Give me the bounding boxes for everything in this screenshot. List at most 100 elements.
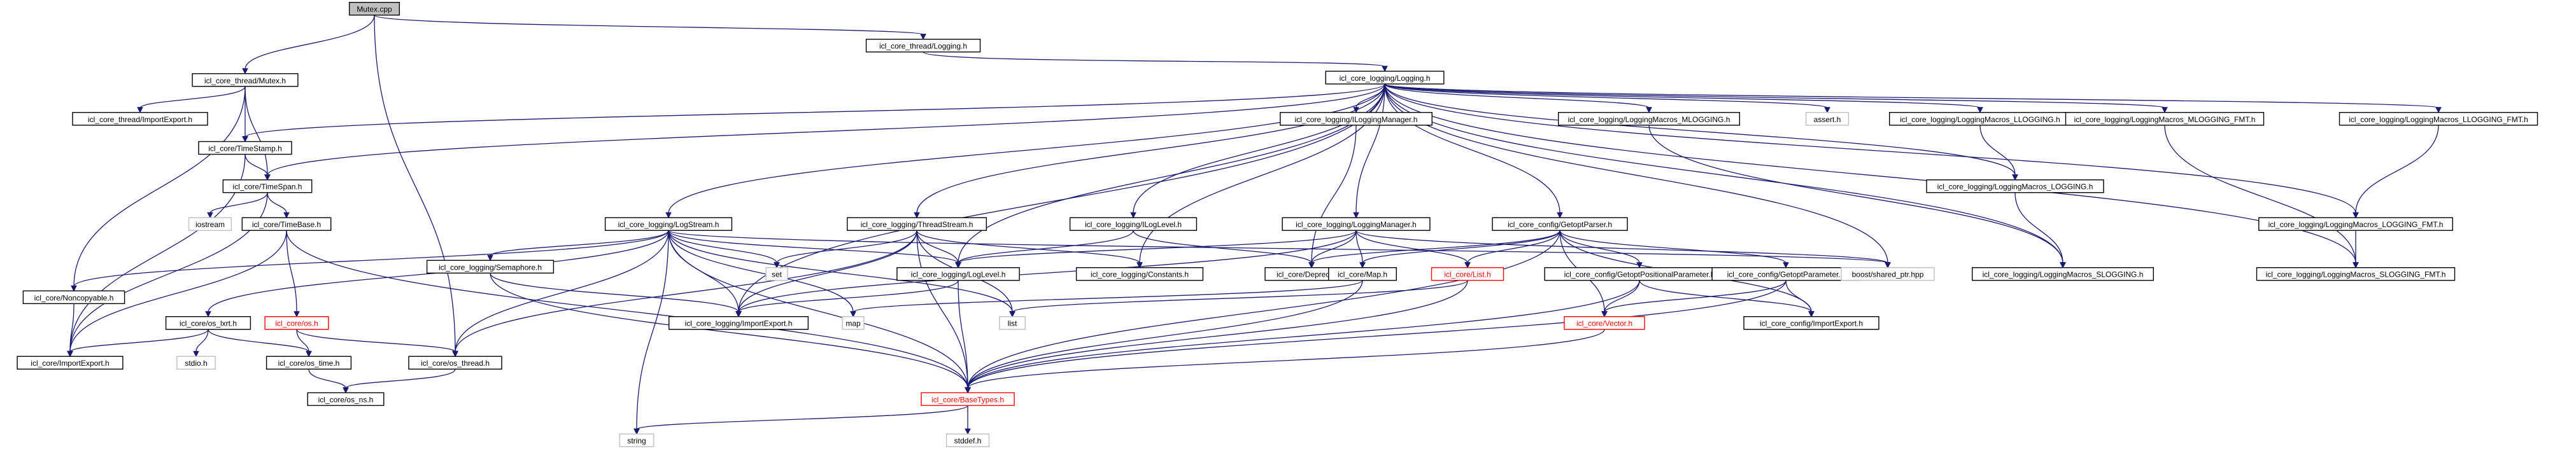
node-macros_slogging_h[interactable]: icl_core_logging/LoggingMacros_SLOGGING.…: [1971, 267, 2154, 281]
node-label-os_thread_h: icl_core/os_thread.h: [421, 359, 490, 368]
node-getoptparser_h[interactable]: icl_core_config/GetoptParser.h: [1492, 217, 1628, 231]
edge-threadstream_h-to-constants_h: [916, 230, 1140, 264]
node-label-logstream_h: icl_core_logging/LogStream.h: [618, 220, 719, 229]
edge-basetypes_h-to-string: [636, 405, 968, 430]
edge-logging_logging_h-to-assert_h: [1384, 83, 1828, 109]
node-label-thread_mutex_h: icl_core_thread/Mutex.h: [204, 76, 286, 85]
node-getoptparameter_h[interactable]: icl_core_config/GetoptParameter.h: [1711, 267, 1860, 281]
node-thread_mutex_h[interactable]: icl_core_thread/Mutex.h: [192, 73, 299, 87]
node-basetypes_h[interactable]: icl_core/BaseTypes.h: [921, 392, 1015, 406]
node-box-core_vector_h: [1564, 316, 1645, 330]
node-box-logging_importexport_h: [668, 316, 809, 330]
node-box-macros_slogging_fmt_h: [2256, 267, 2456, 281]
edge-arrowhead-macros_llogging_h-to-macros_logging_h: [2012, 174, 2018, 181]
node-os_thread_h[interactable]: icl_core/os_thread.h: [408, 356, 502, 370]
edge-os_time_h-to-os_ns_h: [308, 369, 346, 389]
edge-arrowhead-os_lxrt_h-to-stdio_h: [193, 350, 199, 357]
edge-getoptparser_h-to-basetypes_h: [967, 230, 1560, 389]
edge-thread_mutex_h-to-timespan_h: [244, 86, 268, 176]
edge-ilogleve_h-to-deprecate_h: [1133, 230, 1312, 264]
node-map: map: [842, 316, 865, 330]
node-macros_slogging_fmt_h[interactable]: icl_core_logging/LoggingMacros_SLOGGING_…: [2256, 267, 2456, 281]
edge-arrowhead-logging_logging_h-to-assert_h: [1824, 107, 1830, 113]
node-label-core_map_h: icl_core/Map.h: [1338, 270, 1387, 279]
node-label-config_importexport_h: icl_core_config/ImportExport.h: [1760, 319, 1863, 328]
node-macros_llogging_h[interactable]: icl_core_logging/LoggingMacros_LLOGGING.…: [1888, 112, 2071, 126]
node-label-timebase_h: icl_core/TimeBase.h: [252, 220, 321, 229]
node-timebase_h[interactable]: icl_core/TimeBase.h: [241, 217, 332, 231]
node-logging_importexport_h[interactable]: icl_core_logging/ImportExport.h: [668, 316, 809, 330]
node-os_h[interactable]: icl_core/os.h: [264, 316, 329, 330]
edge-getoptparser_h-to-getoptpositional_h: [1559, 230, 1640, 263]
node-label-timespan_h: icl_core/TimeSpan.h: [233, 183, 302, 191]
node-config_importexport_h[interactable]: icl_core_config/ImportExport.h: [1743, 316, 1879, 330]
edge-logging_logging_h-to-timespan_h: [267, 83, 1385, 176]
node-label-thread_logging_h: icl_core_thread/Logging.h: [879, 42, 967, 51]
edge-logstream_h-to-semaphore_h: [490, 230, 669, 256]
edge-arrowhead-thread_logging_h-to-logging_logging_h: [1382, 66, 1388, 73]
node-label-semaphore_h: icl_core_logging/Semaphore.h: [439, 263, 542, 272]
edge-threadstream_h-to-loglevel_h: [916, 230, 959, 263]
node-getoptpositional_h[interactable]: icl_core_config/GetoptPositionalParamete…: [1544, 267, 1735, 281]
edge-os_lxrt_h-to-os_time_h: [208, 329, 309, 352]
node-os_time_h[interactable]: icl_core/os_time.h: [265, 356, 352, 370]
node-label-os_ns_h: icl_core/os_ns.h: [318, 395, 374, 404]
node-threadstream_h[interactable]: icl_core_logging/ThreadStream.h: [846, 217, 987, 231]
node-box-boost_shared_ptr: [1841, 267, 1935, 281]
edge-arrowhead-core_list_h-to-list: [1009, 311, 1016, 317]
node-thread_logging_h[interactable]: icl_core_thread/Logging.h: [865, 38, 981, 53]
node-label-macros_mlogging_h: icl_core_logging/LoggingMacros_MLOGGING.…: [1568, 115, 1730, 124]
node-core_map_h[interactable]: icl_core/Map.h: [1328, 267, 1397, 281]
node-macros_logging_fmt_h[interactable]: icl_core_logging/LoggingMacros_LOGGING_F…: [2258, 217, 2453, 231]
node-logstream_h[interactable]: icl_core_logging/LogStream.h: [604, 217, 733, 231]
edge-arrowhead-logging_logging_h-to-macros_llogging_h: [1977, 107, 1983, 113]
edge-logstream_h-to-noncopyable_h: [73, 230, 669, 287]
node-macros_mlogging_h[interactable]: icl_core_logging/LoggingMacros_MLOGGING.…: [1557, 112, 1740, 126]
edge-os_lxrt_h-to-core_importexport_h: [69, 329, 209, 352]
node-loggingmanager_h[interactable]: icl_core_logging/LoggingManager.h: [1282, 217, 1431, 231]
node-mutex_cpp[interactable]: Mutex.cpp: [348, 2, 400, 16]
edge-arrowhead-logstream_h-to-semaphore_h: [487, 254, 493, 261]
node-logging_logging_h[interactable]: icl_core_logging/Logging.h: [1325, 71, 1445, 85]
node-os_lxrt_h[interactable]: icl_core/os_lxrt.h: [165, 316, 251, 330]
node-iloggingmanager_h[interactable]: icl_core_logging/ILoggingManager.h: [1280, 112, 1433, 126]
node-loglevel_h[interactable]: icl_core_logging/LogLevel.h: [896, 267, 1020, 281]
node-timestamp_h[interactable]: icl_core/TimeStamp.h: [198, 141, 292, 155]
node-core_importexport_h[interactable]: icl_core/ImportExport.h: [17, 356, 124, 370]
edge-getoptparser_h-to-deprecate_h: [1311, 230, 1560, 264]
node-core_list_h[interactable]: icl_core/List.h: [1431, 267, 1504, 281]
node-stddef_h: stddef.h: [945, 433, 990, 447]
edge-arrowhead-logging_logging_h-to-ilogleve_h: [1130, 212, 1136, 219]
node-constants_h[interactable]: icl_core_logging/Constants.h: [1075, 267, 1204, 281]
edge-core_vector_h-to-basetypes_h: [967, 329, 1605, 389]
node-box-mutex_cpp: [348, 2, 400, 16]
edge-thread_mutex_h-to-noncopyable_h: [73, 86, 246, 287]
node-os_ns_h[interactable]: icl_core/os_ns.h: [307, 392, 385, 406]
edge-semaphore_h-to-logging_importexport_h: [490, 273, 739, 313]
edge-logging_logging_h-to-loglevel_h: [958, 83, 1385, 263]
edge-arrowhead-logging_logging_h-to-logstream_h: [665, 212, 672, 219]
node-timespan_h[interactable]: icl_core/TimeSpan.h: [222, 179, 313, 193]
edge-loggingmanager_h-to-loglevel_h: [958, 230, 1357, 264]
edge-noncopyable_h-to-core_importexport_h: [69, 303, 74, 352]
node-box-noncopyable_h: [22, 290, 125, 305]
node-macros_logging_h[interactable]: icl_core_logging/LoggingMacros_LOGGING.h: [1926, 179, 2104, 193]
node-label-loglevel_h: icl_core_logging/LogLevel.h: [911, 270, 1006, 279]
edge-logstream_h-to-set: [668, 230, 777, 263]
node-label-constants_h: icl_core_logging/Constants.h: [1091, 270, 1189, 279]
node-noncopyable_h[interactable]: icl_core/Noncopyable.h: [22, 290, 125, 305]
node-macros_mlogging_fmt_h[interactable]: icl_core_logging/LoggingMacros_MLOGGING_…: [2065, 112, 2265, 126]
edge-getoptpositional_h-to-config_importexport_h: [1639, 280, 1812, 313]
edge-logging_logging_h-to-loggingmanager_h: [1355, 83, 1385, 214]
node-macros_llogging_fmt_h[interactable]: icl_core_logging/LoggingMacros_LLOGGING_…: [2339, 112, 2538, 126]
node-semaphore_h[interactable]: icl_core_logging/Semaphore.h: [426, 260, 555, 274]
node-ilogleve_h[interactable]: icl_core_logging/ILogLevel.h: [1069, 217, 1198, 231]
node-core_vector_h[interactable]: icl_core/Vector.h: [1564, 316, 1645, 330]
edge-arrowhead-getoptparser_h-to-core_list_h: [1464, 262, 1471, 268]
edge-arrowhead-getoptparser_h-to-deprecate_h: [1308, 262, 1315, 268]
edge-logstream_h-to-basetypes_h: [668, 230, 968, 389]
edge-core_map_h-to-basetypes_h: [967, 280, 1363, 389]
node-thread_importexport_h[interactable]: icl_core_thread/ImportExport.h: [72, 112, 208, 126]
edge-getoptpositional_h-to-basetypes_h: [967, 280, 1640, 389]
node-box-os_lxrt_h: [165, 316, 251, 330]
